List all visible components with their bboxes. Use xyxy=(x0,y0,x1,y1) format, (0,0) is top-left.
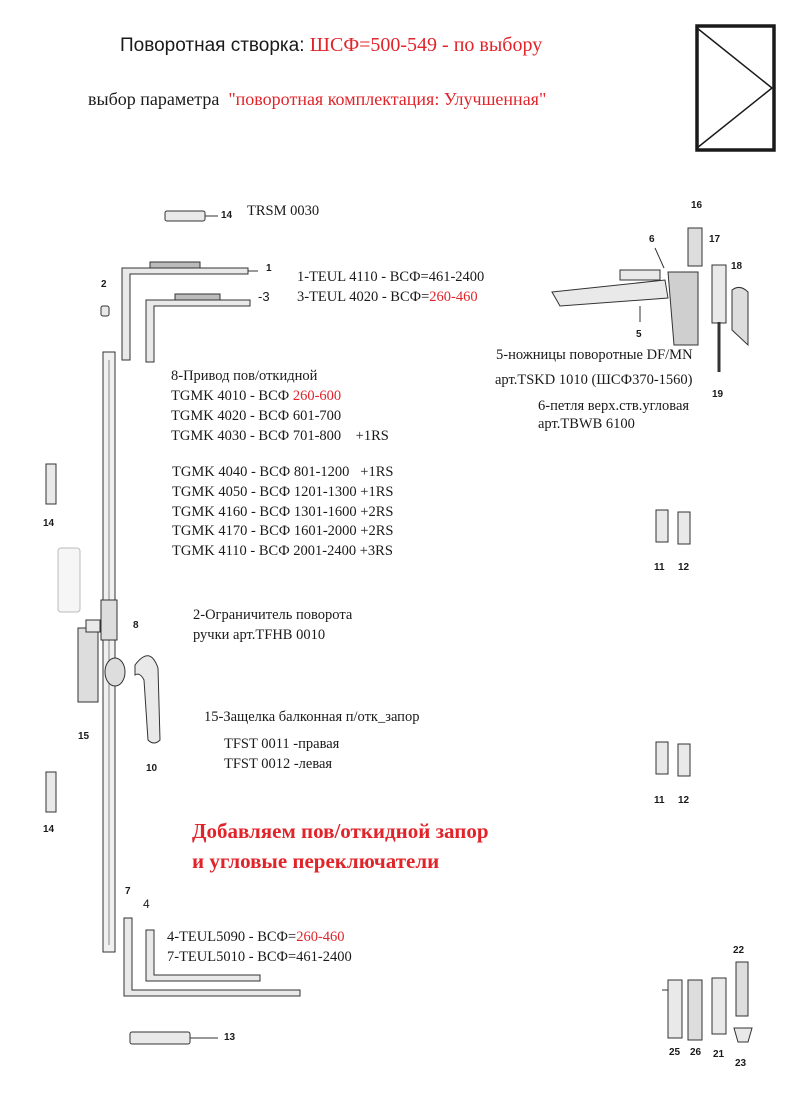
callout-2: 2 xyxy=(101,279,107,290)
part-17-hinge-leaf xyxy=(711,264,727,324)
part-12-keeper-lower xyxy=(677,743,691,777)
part-8-row-2: TGMK 4020 - ВСФ 601-700 xyxy=(171,408,342,424)
title-prefix: Поворотная створка: xyxy=(120,35,310,56)
part-14-keeper-upper xyxy=(45,463,57,505)
part-15-line2: TFST 0011 -правая xyxy=(224,736,340,752)
part-11-keeper-lower xyxy=(655,741,669,775)
callout-8: 8 xyxy=(133,620,139,631)
callout-26: 26 xyxy=(690,1047,702,1058)
part-8-row-7: TGMK 4170 - ВСФ 1601-2000 +2RS xyxy=(172,523,394,539)
part-21-hinge xyxy=(711,977,727,1035)
part-8-row-3: TGMK 4030 - ВСФ 701-800 +1RS xyxy=(171,428,389,444)
callout-4: 4 xyxy=(143,897,150,911)
callout-10: 10 xyxy=(146,763,158,774)
callout-17: 17 xyxy=(709,234,721,245)
part-5-line1: 5-ножницы поворотные DF/MN xyxy=(496,347,693,363)
part-5-scissor xyxy=(551,269,669,322)
callout-5: 5 xyxy=(636,329,642,340)
part-8-row-4: TGMK 4040 - ВСФ 801-1200 +1RS xyxy=(172,464,394,480)
part-23-clip xyxy=(733,1027,753,1043)
callout-19: 19 xyxy=(712,389,724,400)
part-5-line2: арт.TSKD 1010 (ШСФ370-1560) xyxy=(495,372,693,388)
callout-12-lower: 12 xyxy=(678,795,690,806)
callout-3: -3 xyxy=(258,289,270,304)
part-8-first-row: TGMK 4010 - ВСФ 260-600 xyxy=(171,388,341,405)
part-14-label: TRSM 0030 xyxy=(247,203,320,219)
callout-11-upper: 11 xyxy=(654,562,665,573)
part-13-drawing xyxy=(129,1031,218,1045)
part-26-cap xyxy=(687,979,703,1041)
part-6-corner-hinge xyxy=(654,247,699,346)
part-15-line3: TFST 0012 -левая xyxy=(224,756,333,772)
callout-11-lower: 11 xyxy=(654,795,665,806)
callout-22: 22 xyxy=(733,945,745,956)
part-18-cover xyxy=(731,286,749,347)
part-7-label: 7-TEUL5010 - ВСФ=461-2400 xyxy=(167,949,352,965)
part-15-balcony-latch xyxy=(77,619,101,703)
part-15-line1: 15-Защелка балконная п/отк_запор xyxy=(204,709,420,725)
callout-23: 23 xyxy=(735,1058,747,1069)
part-1-label: 1-TEUL 4110 - ВСФ=461-2400 xyxy=(297,269,485,285)
part-2-small-drawing xyxy=(100,305,110,317)
callout-14-left-upper: 14 xyxy=(43,518,55,529)
part-3-prefix: 3-TEUL 4020 - ВСФ= xyxy=(297,289,430,305)
part-14-top-drawing xyxy=(164,210,218,222)
part-8-row-8: TGMK 4110 - ВСФ 2001-2400 +3RS xyxy=(172,543,393,559)
part-1-corner-drive xyxy=(121,261,258,361)
callout-21: 21 xyxy=(713,1049,725,1060)
part-10-handle xyxy=(104,655,161,744)
note-line1: Добавляем пов/откидной запор xyxy=(192,819,489,843)
part-8-title: 8-Привод пов/откидной xyxy=(171,368,318,384)
part-3-corner-drive xyxy=(145,293,251,363)
callout-13: 13 xyxy=(224,1032,236,1043)
callout-12-upper: 12 xyxy=(678,562,690,573)
callout-14-left-lower: 14 xyxy=(43,824,55,835)
parameter-prefix: выбор параметра xyxy=(88,89,224,109)
part-22-plate xyxy=(735,961,749,1017)
callout-6: 6 xyxy=(649,234,655,245)
parameter-value: "поворотная комплектация: Улучшенная" xyxy=(228,89,547,109)
page-title: Поворотная створка: ШСФ=500-549 - по выб… xyxy=(120,34,542,57)
callout-16: 16 xyxy=(691,200,703,211)
title-value: ШСФ=500-549 - по выбору xyxy=(309,34,543,56)
part-12-keeper-upper xyxy=(677,511,691,545)
part-4-value: 260-460 xyxy=(296,929,345,945)
part-14-keeper-lower xyxy=(45,771,57,813)
part-8-row-6: TGMK 4160 - ВСФ 1301-1600 +2RS xyxy=(172,504,394,520)
part-faint-keeper xyxy=(57,547,81,613)
part-16-cap xyxy=(687,227,703,267)
callout-7: 7 xyxy=(125,886,131,897)
part-4-prefix: 4-TEUL5090 - ВСФ= xyxy=(167,929,297,945)
part-6-line1: 6-петля верх.ств.угловая xyxy=(538,398,690,414)
callout-14-top: 14 xyxy=(221,210,233,221)
parameter-line: выбор параметра "поворотная комплектация… xyxy=(88,89,546,110)
note-line2: и угловые переключатели xyxy=(192,849,440,873)
part-6-line2: арт.TBWB 6100 xyxy=(538,416,635,432)
part-2-line1: 2-Ограничитель поворота xyxy=(193,607,353,623)
part-3-value: 260-460 xyxy=(429,289,478,305)
callout-18: 18 xyxy=(731,261,743,272)
part-11-keeper-upper xyxy=(655,509,669,543)
callout-15: 15 xyxy=(78,731,90,742)
part-8-first-prefix: TGMK 4010 - ВСФ xyxy=(171,388,293,404)
part-2-line2: ручки арт.TFHB 0010 xyxy=(193,627,326,643)
part-8-first-value: 260-600 xyxy=(292,388,342,404)
callout-1: 1 xyxy=(266,263,272,274)
part-8-drive-rod xyxy=(100,351,118,953)
part-25-bearing xyxy=(662,979,683,1039)
part-8-row-5: TGMK 4050 - ВСФ 1201-1300 +1RS xyxy=(172,484,394,500)
part-3-label: 3-TEUL 4020 - ВСФ=260-460 xyxy=(297,289,478,306)
callout-25: 25 xyxy=(669,1047,681,1058)
part-4-label: 4-TEUL5090 - ВСФ=260-460 xyxy=(167,929,345,946)
